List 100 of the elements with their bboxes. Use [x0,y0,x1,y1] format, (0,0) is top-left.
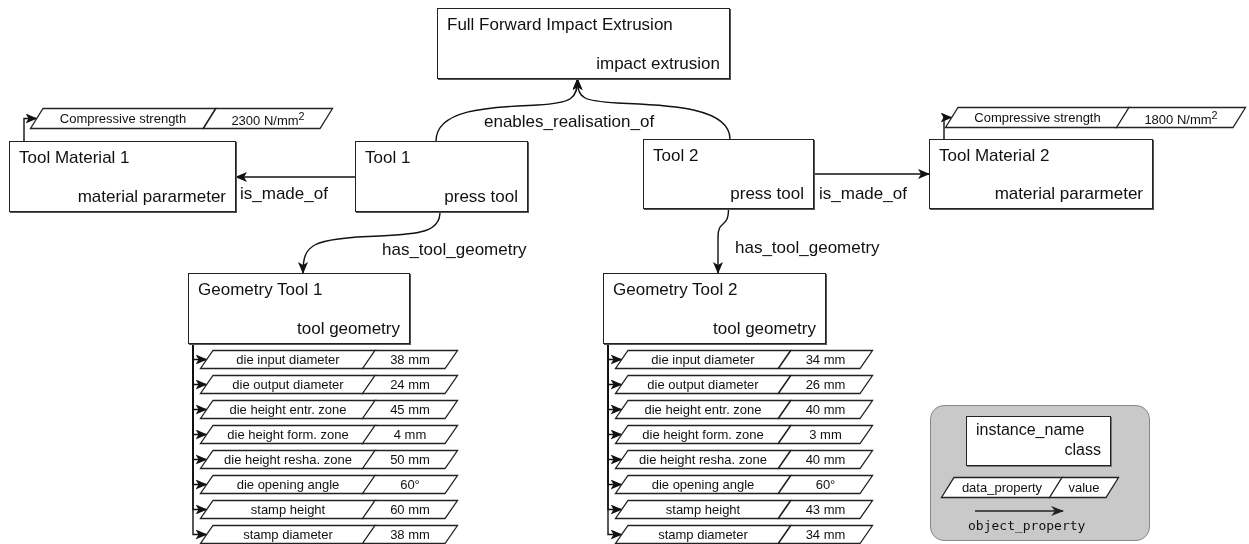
value-parallelogram [1049,477,1119,498]
class-name: press tool [730,184,804,204]
property-parallelogram [945,107,1130,128]
property-name: stamp diameter [658,528,748,541]
instance-box [188,273,410,344]
property-parallelogram [200,400,376,419]
property-value: 26 mm [805,378,846,391]
property-value: 4 mm [393,428,427,441]
property-parallelogram [200,475,376,494]
property-value: 43 mm [805,503,846,516]
property-value: 38 mm [390,528,430,541]
property-parallelogram [30,108,216,129]
class-name: material pararmeter [994,184,1143,204]
value-parallelogram [362,475,458,494]
legend-label: object_property [968,518,1086,533]
instance-box [966,416,1111,466]
value-parallelogram [362,375,458,394]
arrow [235,172,356,182]
instance-name: Geometry Tool 2 [613,280,738,300]
instance-box [9,141,236,212]
value-parallelogram [1116,107,1246,128]
property-value: 40 mm [805,403,846,416]
property-name: die height form. zone [642,428,764,441]
arrow [572,78,731,140]
value-parallelogram [778,350,873,369]
property-parallelogram [200,450,376,469]
instance-name: Geometry Tool 1 [198,280,323,300]
value-parallelogram [778,500,873,519]
property-parallelogram [941,477,1063,498]
property-value: 60 mm [390,503,430,516]
instance-name: Tool Material 1 [19,148,130,168]
class-name: class [1064,441,1101,459]
property-parallelogram [615,400,791,419]
class-name: impact extrusion [596,54,720,74]
edge-label: is_made_of [817,184,909,204]
property-value: 38 mm [390,353,430,366]
property-parallelogram [200,350,376,369]
value-parallelogram [778,475,873,494]
instance-box [603,273,826,344]
edge-label: enables_realisation_of [482,112,657,132]
value-parallelogram [362,500,458,519]
property-parallelogram [200,425,376,444]
property-parallelogram [615,525,791,544]
value-parallelogram [778,450,873,469]
property-name: Compressive strength [59,112,187,125]
property-name: stamp height [665,503,741,516]
property-parallelogram [200,375,376,394]
property-name: stamp diameter [243,528,333,541]
property-name: die input diameter [236,353,340,366]
property-name: die height entr. zone [644,403,762,416]
property-value: 24 mm [390,378,430,391]
property-name: die opening angle [236,478,340,491]
value-parallelogram [362,525,458,544]
class-name: press tool [444,187,518,207]
value-parallelogram [778,400,873,419]
property-value: 3 mm [809,428,842,441]
property-parallelogram [200,525,376,544]
value-parallelogram [362,400,458,419]
class-name: tool geometry [713,319,816,339]
instance-box [643,139,814,209]
property-name: die height resha. zone [224,453,352,466]
property-parallelogram [615,425,791,444]
instance-name: instance_name [976,421,1085,439]
property-parallelogram [615,350,791,369]
arrow [298,211,441,274]
edge-label: has_tool_geometry [733,238,882,258]
instance-name: Tool 2 [653,146,699,166]
property-name: die opening angle [651,478,755,491]
property-name: die output diameter [647,378,759,391]
property-value: 45 mm [390,403,430,416]
property-name: die height resha. zone [639,453,767,466]
arrow [813,169,930,179]
instance-box [929,139,1153,209]
instance-name: Tool 1 [365,148,411,168]
property-name: die height form. zone [227,428,349,441]
property-parallelogram [615,375,791,394]
value-parallelogram [362,350,458,369]
edge-label: has_tool_geometry [380,240,529,260]
property-value: value [1068,481,1100,494]
arrow [713,208,730,274]
property-name: die input diameter [651,353,755,366]
property-name: Compressive strength [974,111,1101,124]
value-parallelogram [778,425,873,444]
property-parallelogram [200,500,376,519]
property-name: die output diameter [232,378,344,391]
class-name: tool geometry [297,319,400,339]
property-value: 60° [400,478,420,491]
property-parallelogram [615,450,791,469]
instance-box [437,8,730,79]
instance-name: Full Forward Impact Extrusion [447,15,673,35]
instance-box [355,141,528,212]
property-parallelogram [615,500,791,519]
property-value: 2300 N/mm$^{2}$ [231,110,305,127]
value-parallelogram [362,425,458,444]
key-panel [930,405,1150,541]
property-value: 50 mm [390,453,430,466]
property-name: die height entr. zone [229,403,347,416]
property-name: stamp height [250,503,326,516]
arrow [23,113,38,142]
property-value: 34 mm [805,528,846,541]
